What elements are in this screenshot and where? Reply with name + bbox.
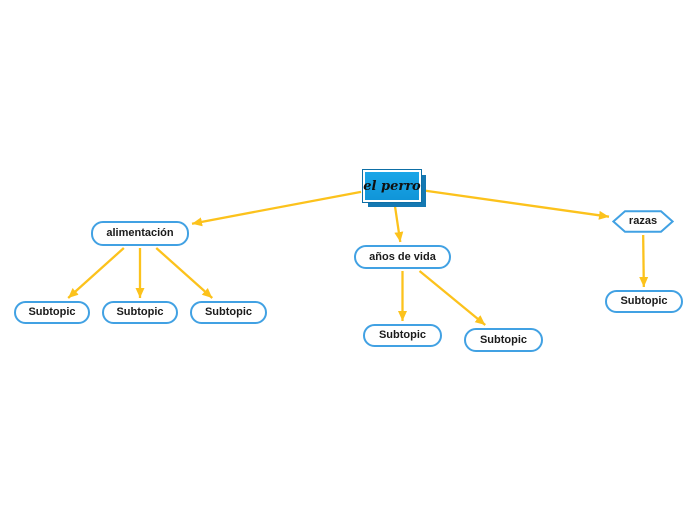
mindmap-node-subtopic-2[interactable]: Subtopic <box>102 301 178 324</box>
connector-anos-to-sub5 <box>418 270 486 326</box>
connector-root-to-razas <box>422 189 610 220</box>
connector-razas-to-sub6 <box>639 234 649 288</box>
node-label: Subtopic <box>378 329 427 341</box>
mindmap-node-subtopic-4[interactable]: Subtopic <box>363 324 442 347</box>
mindmap-node-razas[interactable]: razas <box>612 210 674 233</box>
node-label: años de vida <box>369 250 436 263</box>
connector-alimentacion-to-sub1 <box>67 247 125 299</box>
node-label: Subtopic <box>620 295 668 307</box>
connector-root-to-anos <box>393 203 404 243</box>
mindmap-node-subtopic-6[interactable]: Subtopic <box>605 290 683 313</box>
mindmap-node-alimentacion[interactable]: alimentación <box>91 221 189 246</box>
node-label: alimentación <box>106 227 174 239</box>
connector-root-to-alimentacion <box>191 190 362 227</box>
node-label: Subtopic <box>204 306 253 318</box>
node-label: Subtopic <box>479 333 528 346</box>
node-label: Subtopic <box>116 306 164 318</box>
node-label: razas <box>628 215 658 227</box>
mindmap-node-subtopic-5[interactable]: Subtopic <box>464 328 543 352</box>
mindmap-node-subtopic-1[interactable]: Subtopic <box>14 301 90 324</box>
mindmap-node-subtopic-3[interactable]: Subtopic <box>190 301 267 324</box>
mindmap-node-anos-de-vida[interactable]: años de vida <box>354 245 451 269</box>
hexagon-shape <box>612 210 674 233</box>
node-label: el perro <box>363 178 421 194</box>
node-label: Subtopic <box>28 306 76 318</box>
connector-alimentacion-to-sub3 <box>155 247 214 299</box>
mindmap-node-root[interactable]: el perro <box>363 170 421 202</box>
